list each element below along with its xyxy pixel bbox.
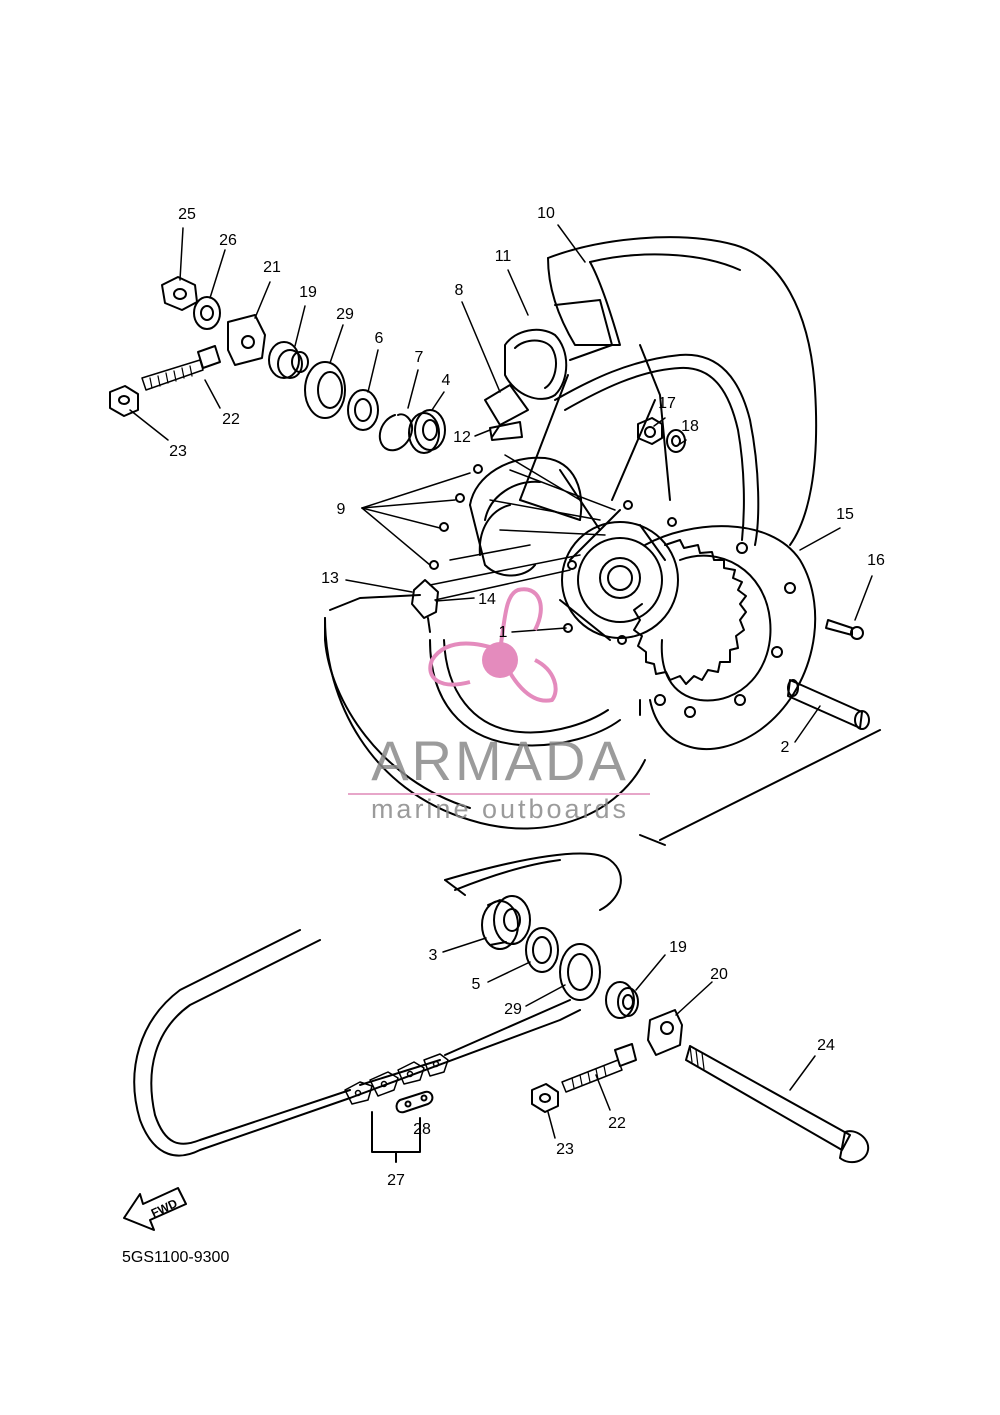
callout-28: 28 (413, 1121, 431, 1138)
callout-17: 17 (658, 395, 676, 412)
callout-18: 18 (681, 418, 699, 435)
callout-6: 6 (374, 330, 384, 347)
nut-23-lower (531, 1083, 559, 1113)
callout-26: 26 (219, 232, 237, 249)
tube-11 (504, 299, 613, 400)
adjust-bolt-22-lower (561, 1043, 637, 1093)
callout-21: 21 (263, 259, 281, 276)
callout-5: 5 (471, 976, 481, 993)
callout-23-lower: 23 (556, 1141, 574, 1158)
callout-25: 25 (178, 206, 196, 223)
collar-2 (787, 679, 870, 730)
callout-2: 2 (780, 739, 790, 756)
callout-27: 27 (387, 1172, 405, 1189)
callout-4: 4 (441, 372, 451, 389)
callout-23: 23 (169, 443, 187, 460)
callout-9: 9 (336, 501, 346, 518)
nut-23 (109, 385, 139, 417)
valve-13-14 (411, 579, 439, 633)
collar-19 (268, 341, 309, 379)
callout-19: 19 (299, 284, 317, 301)
tire-10 (324, 236, 881, 846)
axle-24 (685, 1045, 870, 1164)
callout-15: 15 (836, 506, 854, 523)
callout-14: 14 (478, 591, 496, 608)
callout-8: 8 (454, 282, 464, 299)
armada-logo-icon (428, 587, 558, 703)
collar-19-lower (605, 981, 639, 1019)
callout-3: 3 (428, 947, 438, 964)
joint-28 (395, 1090, 434, 1114)
watermark-title: ARMADA (371, 729, 629, 792)
callout-29-lower: 29 (504, 1001, 522, 1018)
callout-22-lower: 22 (608, 1115, 626, 1132)
callout-11: 11 (494, 248, 512, 265)
callout-13: 13 (321, 570, 339, 587)
adjust-bolt-22 (141, 345, 221, 391)
callout-22: 22 (222, 411, 240, 428)
diagram-code: 5GS1100-9300 (122, 1249, 230, 1266)
nut-17 (637, 417, 663, 445)
bearing-3 (481, 895, 531, 950)
callout-12: 12 (453, 429, 471, 446)
callout-1: 1 (498, 624, 508, 641)
callout-24: 24 (817, 1037, 835, 1054)
oil-seal-29 (304, 361, 346, 419)
sprocket-15 (633, 525, 817, 751)
callout-7: 7 (414, 349, 424, 366)
bearing-4 (408, 409, 446, 454)
adjuster-20 (647, 1009, 683, 1056)
fwd-arrow-icon (123, 1187, 187, 1231)
watermark-divider (348, 793, 650, 795)
washer-26 (193, 296, 221, 330)
callout-29: 29 (336, 306, 354, 323)
bearing-6 (347, 389, 379, 431)
callout-19-lower: 19 (669, 939, 687, 956)
bolt-16 (825, 619, 864, 640)
nut-25 (161, 276, 198, 311)
callout-10: 10 (537, 205, 555, 222)
bracket-27 (371, 1111, 421, 1163)
rim (429, 344, 760, 747)
rim-lock-12 (489, 421, 523, 441)
spokes (429, 454, 616, 601)
chain-links (344, 1053, 449, 1105)
adjuster-21 (227, 314, 266, 366)
hub-1 (469, 456, 679, 645)
watermark-subtitle: marine outboards (370, 794, 630, 824)
leader-lines (129, 224, 873, 1139)
seal-5 (525, 927, 559, 973)
chain-27 (133, 852, 622, 1157)
callout-20: 20 (710, 966, 728, 983)
callout-16: 16 (867, 552, 885, 569)
circlip-7 (378, 413, 414, 452)
oil-seal-29-lower (559, 943, 601, 1001)
screws-9 (361, 464, 483, 570)
